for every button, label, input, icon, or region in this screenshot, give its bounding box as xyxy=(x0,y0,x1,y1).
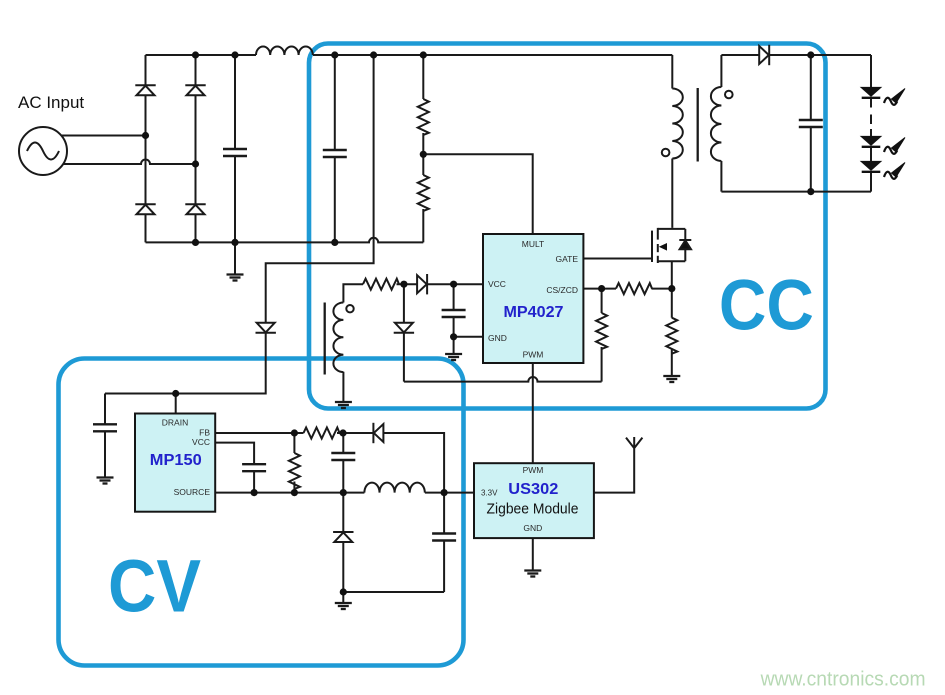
svg-text:MP150: MP150 xyxy=(150,452,202,469)
svg-text:CV: CV xyxy=(108,545,201,628)
svg-text:www.cntronics.com: www.cntronics.com xyxy=(760,669,926,691)
svg-text:Zigbee Module: Zigbee Module xyxy=(487,500,579,517)
svg-text:AC Input: AC Input xyxy=(18,93,84,112)
svg-text:DRAIN: DRAIN xyxy=(162,418,188,428)
svg-text:MP4027: MP4027 xyxy=(504,304,564,321)
svg-text:VCC: VCC xyxy=(192,437,210,447)
svg-text:GND: GND xyxy=(488,333,507,343)
svg-text:MULT: MULT xyxy=(522,239,545,249)
svg-text:PWM: PWM xyxy=(523,349,544,359)
svg-text:VCC: VCC xyxy=(488,279,506,289)
svg-text:CC: CC xyxy=(719,267,814,346)
svg-text:FB: FB xyxy=(199,428,210,438)
svg-text:3.3V: 3.3V xyxy=(481,489,498,498)
svg-text:GATE: GATE xyxy=(555,254,578,264)
svg-text:SOURCE: SOURCE xyxy=(174,487,211,497)
svg-text:GND: GND xyxy=(523,523,542,533)
svg-text:US302: US302 xyxy=(508,481,558,498)
svg-text:PWM: PWM xyxy=(523,465,544,475)
svg-text:CS/ZCD: CS/ZCD xyxy=(546,285,578,295)
